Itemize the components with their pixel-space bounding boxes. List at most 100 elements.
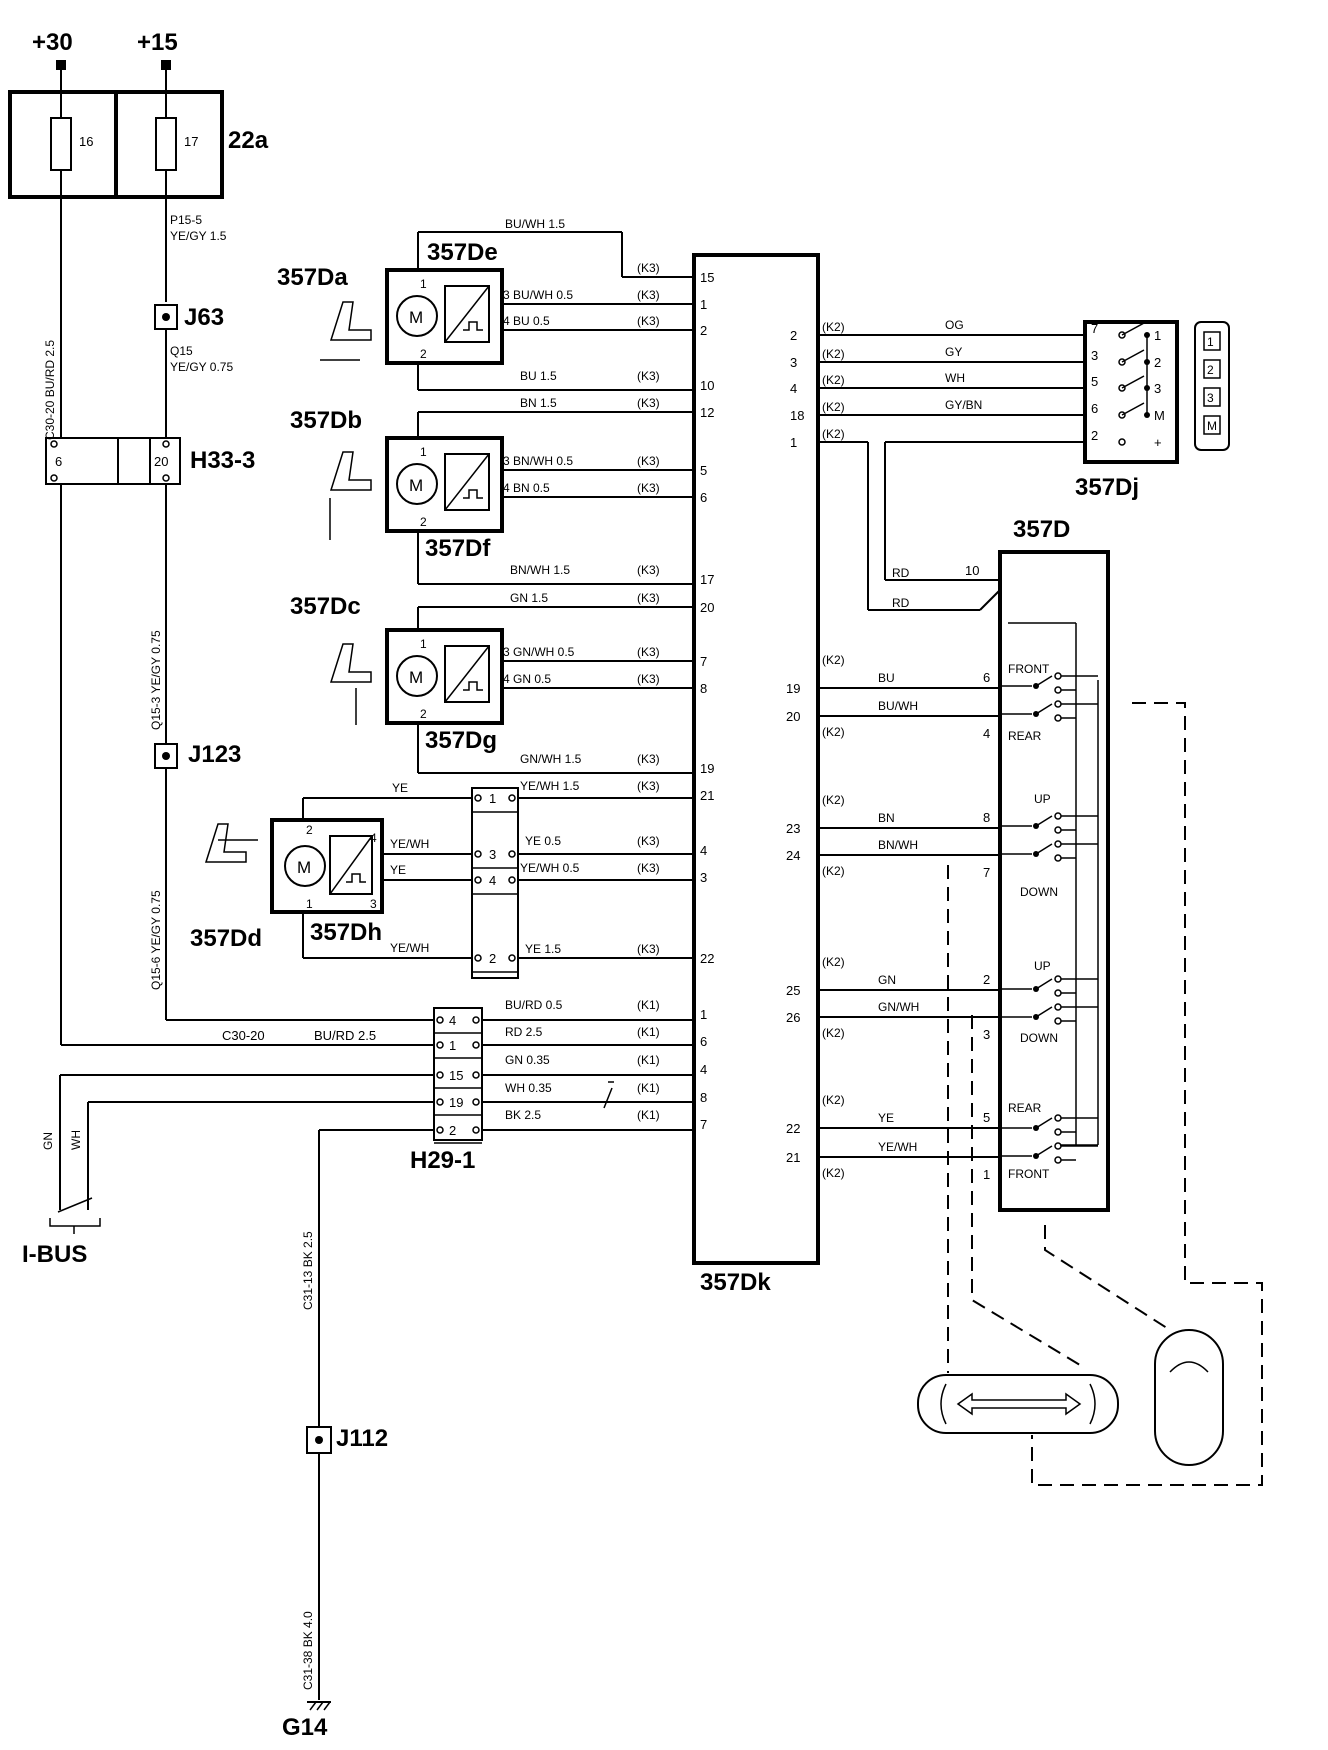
junction-j123-label: J123	[188, 741, 241, 768]
wire-kcode: (K3)	[637, 369, 660, 383]
wire-c31-38-vertical: C31-38 BK 4.0	[301, 1611, 315, 1690]
db-motor-letter: M	[409, 476, 423, 495]
dc-motor-letter: M	[409, 668, 423, 687]
power-supply: +30 +15	[32, 29, 178, 92]
wire-kcode: (K3)	[637, 779, 660, 793]
h33-pin-6: 6	[55, 454, 62, 469]
dk-pin: 26	[786, 1010, 800, 1025]
dk-pin: 25	[786, 983, 800, 998]
seat-motors: 357Da 357De 357Db 357Df 357Dc 357Dg 357D…	[190, 239, 504, 952]
dk-pin: 7	[700, 1117, 707, 1132]
wire-kcode: (K3)	[637, 563, 660, 577]
wire-label: GY/BN	[945, 398, 982, 412]
wire-label: GN 0.35	[505, 1053, 550, 1067]
wire-kcode: (K2)	[822, 955, 845, 969]
wire-kcode: (K3)	[637, 672, 660, 686]
d-pin: 8	[983, 810, 990, 825]
supply-15-label: +15	[137, 29, 178, 56]
wire-label: YE	[392, 781, 408, 795]
motor-pin: 1	[420, 637, 427, 651]
dk-pin: 3	[790, 355, 797, 370]
dk-pin: 21	[786, 1150, 800, 1165]
dk-pin: 17	[700, 572, 714, 587]
wire-kcode: (K1)	[637, 1025, 660, 1039]
wire-label: YE/WH	[390, 837, 429, 851]
wire-yegy-075: YE/GY 0.75	[170, 360, 233, 374]
h33-pin-20: 20	[154, 454, 168, 469]
dk-pin: 1	[700, 1007, 707, 1022]
motor-357dd-label: 357Dd	[190, 925, 262, 952]
dk-pin: 20	[700, 600, 714, 615]
wire-label: GN 1.5	[510, 591, 548, 605]
fuse-17	[155, 117, 177, 171]
dk-pin: 22	[700, 951, 714, 966]
wire-c30-20-vertical: C30-20 BU/RD 2.5	[43, 340, 57, 440]
dd-motor-symbol	[284, 845, 326, 887]
dj-pin: 7	[1091, 321, 1098, 336]
wire-kcode: (K1)	[637, 1053, 660, 1067]
switch-up-1: UP	[1034, 792, 1051, 806]
module-357dk: 357Dk	[692, 253, 820, 1296]
wire-kcode: (K3)	[637, 261, 660, 275]
wire-label: 4 BU 0.5	[503, 314, 550, 328]
seat-switch-box	[998, 550, 1110, 1212]
wire-kcode: (K3)	[637, 591, 660, 605]
d-pin: 2	[983, 972, 990, 987]
wire-label: YE/WH	[390, 941, 429, 955]
motor-357db: 357Db 357Df	[290, 407, 504, 562]
wire-kcode: (K3)	[637, 288, 660, 302]
dj-pin: 3	[1091, 348, 1098, 363]
motor-pin: 2	[420, 347, 427, 361]
motor-pin: 1	[306, 897, 313, 911]
motor-357dc: 357Dc 357Dg	[290, 593, 504, 754]
wire-kcode: (K1)	[637, 1081, 660, 1095]
wire-kcode: (K3)	[637, 645, 660, 659]
dk-pin: 20	[786, 709, 800, 724]
memory-key	[1203, 331, 1221, 351]
inline-pin: 4	[489, 873, 496, 888]
wire-label: 4 BN 0.5	[503, 481, 550, 495]
module-357dk-label: 357Dk	[700, 1269, 771, 1296]
wire-label: BU/WH	[878, 699, 918, 713]
wire-q15: Q15	[170, 344, 193, 358]
motor-pin: 4	[370, 831, 377, 845]
wire-label: 4 GN 0.5	[503, 672, 551, 686]
fuse-16-label: 16	[79, 134, 93, 149]
wire-kcode: (K2)	[822, 1166, 845, 1180]
wire-kcode: (K2)	[822, 653, 845, 667]
dj-pin: 6	[1091, 401, 1098, 416]
wire-label: YE 1.5	[525, 942, 561, 956]
memory-key-label: 2	[1207, 363, 1214, 377]
dj-pin: 2	[1091, 428, 1098, 443]
dk-pin: 4	[700, 843, 707, 858]
terminal-15	[161, 60, 171, 70]
dj-pin: 5	[1091, 374, 1098, 389]
dk-pin: 3	[700, 870, 707, 885]
switch-down-1: DOWN	[1020, 885, 1058, 899]
wire-label: YE	[390, 863, 406, 877]
wire-kcode: (K2)	[822, 725, 845, 739]
dj-out: 1	[1154, 328, 1161, 343]
dk-pin: 24	[786, 848, 800, 863]
wire-kcode: (K1)	[637, 998, 660, 1012]
h29-pin: 4	[449, 1013, 456, 1028]
d-pin: 3	[983, 1027, 990, 1042]
dk-pin: 19	[786, 681, 800, 696]
wire-label: GY	[945, 345, 962, 359]
dc-sensor	[444, 645, 490, 703]
motor-357da-box	[385, 268, 504, 365]
wire-label: BU 1.5	[520, 369, 557, 383]
wire-kcode: (K3)	[637, 396, 660, 410]
motor-pin: 2	[420, 707, 427, 721]
wire-kcode: (K3)	[637, 834, 660, 848]
dk-pin: 6	[700, 490, 707, 505]
wire-label: GN/WH 1.5	[520, 752, 582, 766]
fusebox-22a: 16 17 22a	[8, 90, 269, 199]
seat-icon	[329, 301, 372, 341]
wire-label: RD 2.5	[505, 1025, 543, 1039]
fusebox-name: 22a	[228, 127, 269, 154]
wire-kcode: (K2)	[822, 320, 845, 334]
ground-g14-label: G14	[282, 1714, 328, 1741]
